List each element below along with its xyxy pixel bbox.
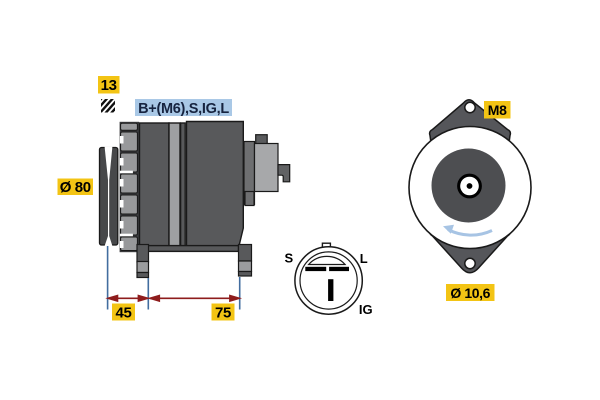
svg-text:Ø 80: Ø 80 (60, 179, 91, 196)
svg-text:S: S (284, 251, 293, 266)
svg-text:IG: IG (359, 302, 373, 317)
svg-text:M8: M8 (488, 102, 507, 118)
svg-text:L: L (360, 251, 368, 266)
svg-text:75: 75 (215, 305, 231, 322)
svg-text:13: 13 (101, 77, 117, 94)
svg-text:Ø 10,6: Ø 10,6 (450, 285, 490, 301)
svg-text:B+(M6),S,IG,L: B+(M6),S,IG,L (138, 101, 229, 117)
svg-text:45: 45 (115, 305, 131, 322)
